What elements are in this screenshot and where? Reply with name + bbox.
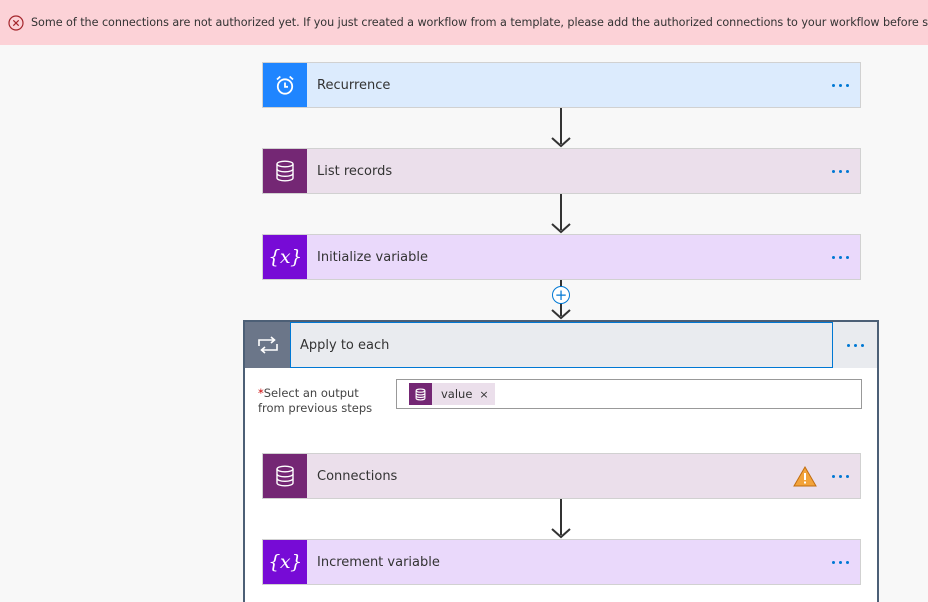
step-list-records[interactable]: List records <box>262 148 861 194</box>
variable-glyph: {x} <box>268 246 302 268</box>
more-options-button[interactable] <box>839 322 871 368</box>
loop-icon <box>245 322 290 368</box>
ellipsis-icon <box>831 474 849 478</box>
connector-arrow <box>550 108 572 148</box>
connector-arrow <box>550 499 572 539</box>
database-icon <box>409 383 432 405</box>
select-output-label-line2: from previous steps <box>258 401 373 415</box>
step-title: Initialize variable <box>317 249 428 265</box>
database-icon <box>263 454 307 498</box>
dynamic-content-token[interactable]: value × <box>409 383 495 405</box>
select-output-label: *Select an output from previous steps <box>258 386 372 416</box>
step-recurrence[interactable]: Recurrence <box>262 62 861 108</box>
select-output-label-line1: Select an output <box>263 386 359 400</box>
remove-token-button[interactable]: × <box>479 387 489 401</box>
more-options-button[interactable] <box>824 149 856 193</box>
more-options-button[interactable] <box>824 454 856 498</box>
step-title: Increment variable <box>317 554 440 570</box>
ellipsis-icon <box>831 83 849 87</box>
variable-icon: {x} <box>263 540 307 584</box>
step-title: Connections <box>317 468 398 484</box>
ellipsis-icon <box>831 255 849 259</box>
connector-arrow <box>550 194 572 234</box>
warning-icon[interactable] <box>792 464 818 488</box>
required-mark: * <box>258 386 264 400</box>
step-initialize-variable[interactable]: {x} Initialize variable <box>262 234 861 280</box>
ellipsis-icon <box>831 169 849 173</box>
error-circle-icon <box>8 14 24 31</box>
error-banner-message: Some of the connections are not authoriz… <box>31 16 928 29</box>
more-options-button[interactable] <box>824 540 856 584</box>
step-title: Recurrence <box>317 77 391 93</box>
step-title: Apply to each <box>300 337 390 353</box>
more-options-button[interactable] <box>824 63 856 107</box>
error-banner: Some of the connections are not authoriz… <box>0 0 928 45</box>
variable-icon: {x} <box>263 235 307 279</box>
token-label: value <box>441 387 473 401</box>
step-connections[interactable]: Connections <box>262 453 861 499</box>
apply-to-each-title-box[interactable]: Apply to each <box>290 322 833 368</box>
variable-glyph: {x} <box>268 551 302 573</box>
plus-icon: + <box>554 285 568 304</box>
insert-step-button[interactable]: + <box>552 286 570 304</box>
more-options-button[interactable] <box>824 235 856 279</box>
apply-to-each-header[interactable]: Apply to each <box>245 322 877 368</box>
alarm-clock-icon <box>263 63 307 107</box>
step-increment-variable[interactable]: {x} Increment variable <box>262 539 861 585</box>
select-output-input[interactable]: value × <box>396 379 862 409</box>
database-icon <box>263 149 307 193</box>
ellipsis-icon <box>846 343 864 347</box>
ellipsis-icon <box>831 560 849 564</box>
step-title: List records <box>317 163 393 179</box>
